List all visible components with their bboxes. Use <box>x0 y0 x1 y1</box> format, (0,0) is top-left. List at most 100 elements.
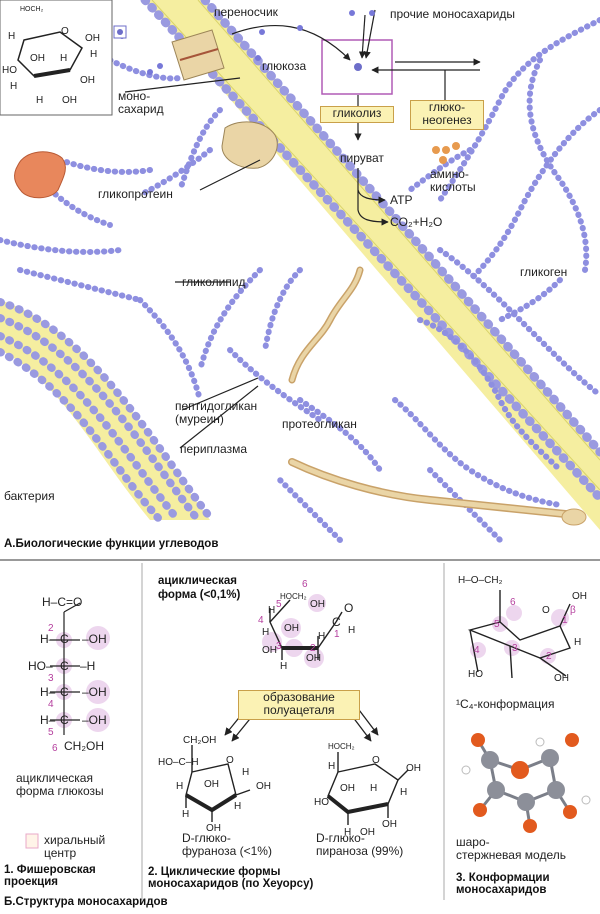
acyclic-num-1: 1 <box>334 629 340 640</box>
glycogen-label: гликоген <box>520 265 568 279</box>
pyranose-atom-oh1: OH <box>406 763 421 774</box>
acyclic-atom-hoch2: HOCH₂ <box>280 592 307 601</box>
chair-atom-ho: HO <box>468 669 483 680</box>
fischer-row1-center: C <box>60 632 69 646</box>
acyclic-atom-oh2: OH <box>284 623 299 634</box>
furanose-atom-h2: H <box>234 801 242 812</box>
proteoglycan-label: протеогликан <box>282 417 357 431</box>
pyranose-atom-oh4: OH <box>360 827 375 838</box>
inset-atom-h3: H <box>60 53 68 64</box>
furanose-atom-h3: H <box>182 809 190 820</box>
fischer-row3-right: –OH <box>82 685 107 699</box>
chair-num-5: 5 <box>494 619 500 630</box>
acyclic-form-label: ациклическая форма (<0,1%) <box>158 575 241 601</box>
fischer-row2-right: –H <box>80 659 96 673</box>
fischer-row4-center: C <box>60 713 69 727</box>
chair-num-3: 3 <box>512 643 518 654</box>
bacterium-label: бактерия <box>4 489 55 503</box>
pyranose-atom-oh2: OH <box>340 783 355 794</box>
gluconeogenesis-box: глюко- неогенез <box>410 100 484 130</box>
chair-atom-h: H <box>574 637 582 648</box>
acyclic-atom-oh4: OH <box>262 645 277 656</box>
fischer-top: H–C=O <box>42 595 83 609</box>
acyclic-num-4: 4 <box>258 615 264 626</box>
atp-label: ATP <box>390 193 413 207</box>
pyranose-ring <box>326 752 409 825</box>
inset-atom-h4: H <box>36 95 44 106</box>
inset-atom-oh4: OH <box>62 95 77 106</box>
amino-acids-label: амино- кислоты <box>430 167 476 194</box>
pyranose-atom-h1: H <box>328 761 336 772</box>
pyruvate-label: пируват <box>340 151 384 165</box>
glucose-label: глюкоза <box>262 59 307 73</box>
chair-conformation <box>467 590 571 679</box>
inset-atom-h1: H <box>8 31 16 42</box>
pyranose-atom-h2: H <box>400 787 408 798</box>
fischer-bonds <box>50 602 81 735</box>
inset-glucose-ring <box>0 0 127 116</box>
chair-num-4: 4 <box>474 645 480 656</box>
bacterial-wall <box>0 298 216 524</box>
other-monosaccharides-label: прочие моносахариды <box>390 7 515 21</box>
amino-acid-dots <box>432 142 460 164</box>
fischer-row3-left: H– <box>40 685 56 699</box>
haworth-panel-title: 2. Циклические формы моносахаридов (по Х… <box>148 866 314 890</box>
inset-atom-h2: H <box>90 49 98 60</box>
acyclic-atom-h2: H <box>262 627 270 638</box>
inset-atom-o: O <box>61 26 69 37</box>
fischer-row4-num: 5 <box>48 727 54 738</box>
section-b-title: Б.Структура моносахаридов <box>4 896 168 908</box>
metabolic-arrows <box>124 9 481 449</box>
fischer-row1-right: –OH <box>82 632 107 646</box>
periplasm-label: периплазма <box>180 442 248 456</box>
proteoglycan-chain <box>288 266 587 526</box>
inset-atom-h5: H <box>10 81 18 92</box>
fischer-caption: ациклическая форма глюкозы <box>16 771 104 798</box>
inset-atom-hoch2: HOCH₂ <box>20 6 44 13</box>
inset-atom-oh2: OH <box>30 53 45 64</box>
chiral-legend-label: хиральный центр <box>44 833 106 860</box>
acyclic-chain <box>262 594 343 668</box>
peptidoglycan-label: пептидогликан (муреин) <box>175 399 258 426</box>
furanose-atom-h4: H <box>242 767 250 778</box>
conformation-panel-title: 3. Конформации моносахаридов <box>456 872 550 896</box>
inset-atom-ho: HO <box>2 65 17 76</box>
chair-atom-hoch2: H–O–CH₂ <box>458 575 503 586</box>
acyclic-atom-h5: H <box>280 661 288 672</box>
transporter-protein <box>171 29 278 169</box>
acyclic-atom-h1: H <box>268 605 276 616</box>
acyclic-atom-h3: H <box>318 631 326 642</box>
chair-num-6: 6 <box>510 597 516 608</box>
fischer-row3-num: 4 <box>48 699 54 710</box>
pyranose-label: D-глюко- пираноза (99%) <box>316 831 404 858</box>
furanose-atom-hoch: HO–C–H <box>158 757 199 768</box>
fischer-bottom-num: 6 <box>52 743 58 754</box>
acyclic-atom-o: O <box>344 601 354 615</box>
pyranose-atom-h4: H <box>344 827 352 838</box>
acyclic-num-5: 5 <box>276 599 282 610</box>
chair-atom-o: O <box>542 605 550 616</box>
furanose-ring <box>185 745 251 822</box>
acyclic-atom-c: C <box>332 615 341 629</box>
acyclic-num-3: 3 <box>276 641 282 652</box>
furanose-atom-oh3: OH <box>206 823 221 834</box>
furanose-atom-o: O <box>226 755 234 766</box>
fischer-row4-right: –OH <box>82 713 107 727</box>
inset-atom-oh3: OH <box>80 75 95 86</box>
model-label: шаро- стержневая модель <box>456 835 566 862</box>
furanose-label: D-глюко- фураноза (<1%) <box>182 831 272 858</box>
glycoprotein-blob <box>14 151 66 199</box>
fischer-row4-left: H– <box>40 713 56 727</box>
pyranose-atom-hoch2: HOCH₂ <box>328 742 355 751</box>
fischer-row2-left: HO– <box>28 659 53 673</box>
acyclic-num-2: 2 <box>310 643 316 654</box>
acyclic-atom-h4: H <box>348 625 356 636</box>
ball-stick-model <box>461 733 591 833</box>
fischer-row3-center: C <box>60 685 69 699</box>
furanose-atom-oh2: OH <box>204 779 219 790</box>
chair-num-1: 1 <box>562 615 568 626</box>
co2-h2o-label: CO₂+H₂O <box>390 215 443 229</box>
fischer-row2-num: 3 <box>48 673 54 684</box>
fischer-panel-title: 1. Фишеровская проекция <box>4 864 96 888</box>
